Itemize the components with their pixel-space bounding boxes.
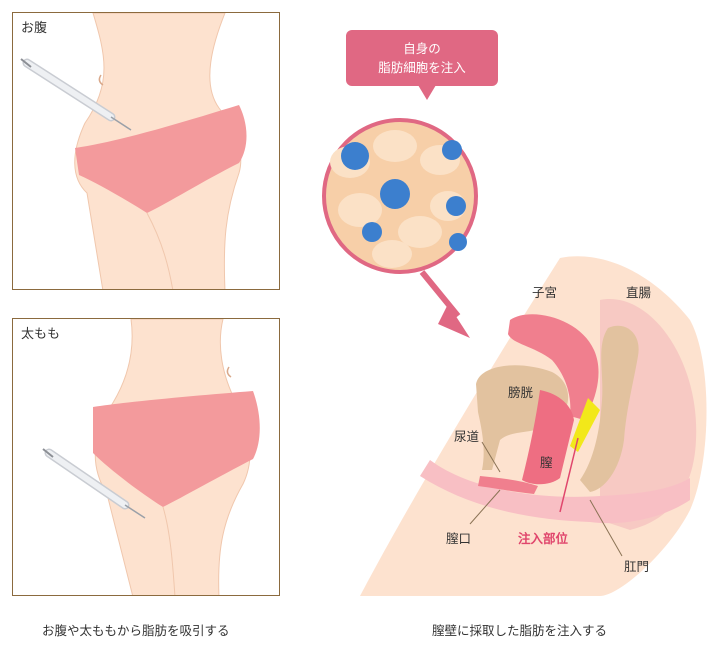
syringe-icon	[42, 448, 146, 519]
thigh-panel-label: 太もも	[21, 327, 61, 342]
belly-panel: お腹	[12, 12, 280, 290]
label-vaginal-opening: 膣口	[446, 531, 472, 546]
callout-line2: 脂肪細胞を注入	[378, 60, 466, 75]
thigh-illustration	[42, 319, 260, 595]
label-urethra: 尿道	[454, 429, 480, 444]
callout-bubble: 自身の 脂肪細胞を注入	[346, 30, 498, 100]
belly-panel-label: お腹	[21, 21, 48, 36]
belly-illustration	[20, 13, 247, 289]
caption-right: 膣壁に採取した脂肪を注入する	[432, 623, 608, 638]
label-anus: 肛門	[624, 559, 650, 574]
label-rectum: 直腸	[626, 285, 652, 300]
label-vagina: 膣	[540, 455, 553, 470]
callout-line1: 自身の	[403, 41, 441, 56]
label-injection-site: 注入部位	[518, 531, 569, 546]
label-uterus: 子宮	[532, 285, 558, 300]
caption-left: お腹や太ももから脂肪を吸引する	[42, 623, 230, 638]
fat-cell-magnifier	[322, 118, 478, 274]
thigh-panel: 太もも	[12, 318, 280, 596]
label-bladder: 膀胱	[508, 385, 534, 400]
syringe-icon	[20, 58, 132, 131]
